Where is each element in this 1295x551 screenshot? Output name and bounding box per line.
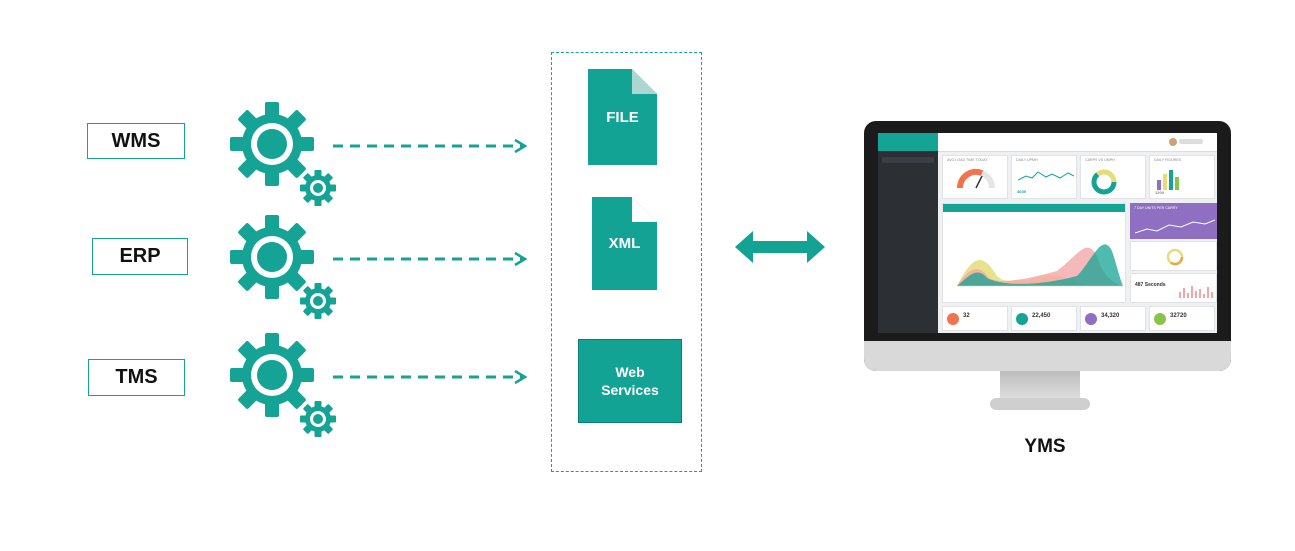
monitor-foot <box>990 398 1090 410</box>
document-icon <box>592 197 657 290</box>
erp-box: ERP <box>92 238 188 275</box>
yms-label: YMS <box>1024 436 1066 457</box>
stat-icon <box>1085 313 1097 325</box>
erp-label: ERP <box>119 245 161 267</box>
area-chart <box>957 244 1123 287</box>
stat-card-1: 32 <box>942 306 1008 331</box>
trend-card: 7 DAY UNITS PER CARRY <box>1130 203 1217 239</box>
gear-icon-wms <box>230 102 336 206</box>
stat-value: 22,450 <box>1032 313 1051 319</box>
dashed-arrow-tms <box>333 369 528 385</box>
card-title: CARPS VS UMPH <box>1085 158 1115 162</box>
ring-card <box>1130 241 1217 271</box>
formats-container <box>551 52 702 472</box>
web-services-box: Web Services <box>578 339 682 423</box>
web-services-line1: Web <box>615 364 645 380</box>
ring-icon <box>1166 248 1184 266</box>
avg-load-card: AVG LOAD TIME TODAY <box>942 155 1008 199</box>
xml-doc: XML <box>592 197 657 290</box>
document-icon <box>588 69 657 165</box>
area-chart-header <box>943 204 1125 212</box>
dashboard-screen: AVG LOAD TIME TODAY DAILY UPMH 3039 CARP… <box>878 133 1217 333</box>
card-value: 1200 <box>1155 190 1164 195</box>
dashboard-topbar <box>938 133 1217 152</box>
daily-figures-card: DAILY FIGURES 1200 <box>1149 155 1215 199</box>
card-value: 3039 <box>1017 189 1026 194</box>
seconds-value: 487 Seconds <box>1135 282 1166 288</box>
sidebar-item <box>882 169 934 175</box>
avatar <box>1169 138 1177 146</box>
card-title: AVG LOAD TIME TODAY <box>947 158 988 162</box>
sidebar-item <box>882 181 934 187</box>
file-doc: FILE <box>588 69 657 165</box>
file-label: FILE <box>606 109 639 126</box>
double-arrow-icon <box>735 231 825 263</box>
dashboard-sidebar <box>878 133 938 333</box>
card-title: DAILY UPMH <box>1016 158 1038 162</box>
donut-icon <box>1091 169 1117 195</box>
carps-card: CARPS VS UMPH <box>1080 155 1146 199</box>
mini-bars <box>1179 286 1213 298</box>
stat-value: 34,320 <box>1101 313 1120 319</box>
web-services-line2: Services <box>601 382 659 398</box>
gear-icon-tms <box>230 333 336 437</box>
user-name-pill <box>1179 139 1203 144</box>
dashed-arrow-wms <box>333 138 528 154</box>
monitor: AVG LOAD TIME TODAY DAILY UPMH 3039 CARP… <box>864 121 1231 371</box>
sidebar-item <box>882 205 934 211</box>
trend-line <box>1135 219 1215 234</box>
daily-upmh-card: DAILY UPMH 3039 <box>1011 155 1077 199</box>
stat-icon <box>1016 313 1028 325</box>
card-title: DAILY FIGURES <box>1154 158 1182 162</box>
dashboard-logo-bar <box>878 133 938 151</box>
stat-icon <box>1154 313 1166 325</box>
stat-value: 32720 <box>1170 313 1187 319</box>
dashed-arrow-erp <box>333 251 528 267</box>
trend-title: 7 DAY UNITS PER CARRY <box>1134 206 1178 210</box>
stat-value: 32 <box>963 313 970 319</box>
wms-label: WMS <box>111 129 161 152</box>
seconds-card: 487 Seconds <box>1130 273 1217 303</box>
monitor-chin <box>864 341 1231 371</box>
tms-box: TMS <box>88 359 185 396</box>
xml-label: XML <box>608 235 641 252</box>
stat-card-4: 32720 <box>1149 306 1215 331</box>
bar-mini-icon <box>1157 170 1179 190</box>
monitor-neck <box>1000 371 1080 401</box>
area-chart-card <box>942 203 1126 303</box>
stat-icon <box>947 313 959 325</box>
stat-card-3: 34,320 <box>1080 306 1146 331</box>
sidebar-item <box>882 193 934 199</box>
sidebar-item <box>882 157 934 163</box>
stat-card-2: 22,450 <box>1011 306 1077 331</box>
sparkline-icon <box>1018 171 1074 181</box>
tms-label: TMS <box>115 366 158 388</box>
wms-box: WMS <box>87 123 185 159</box>
gauge-icon <box>956 168 995 189</box>
gear-icon-erp <box>230 215 336 319</box>
